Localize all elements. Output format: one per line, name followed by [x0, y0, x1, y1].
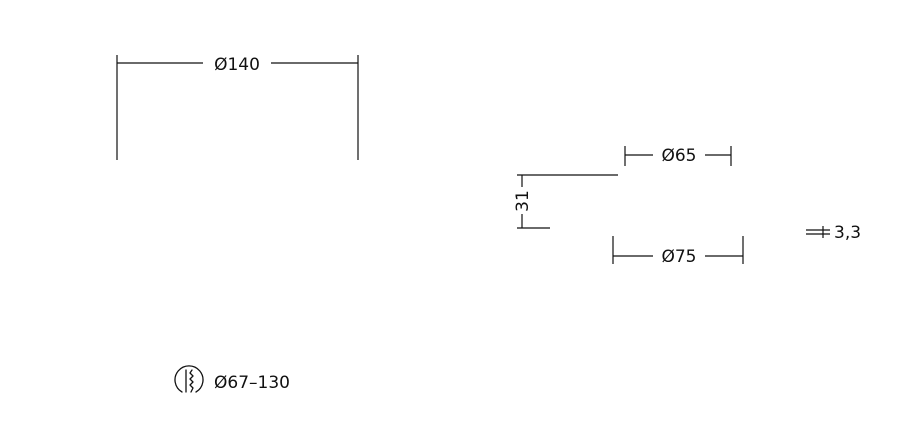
cutout-range-label: Ø67–130: [214, 373, 290, 393]
thickness-dimension: 3,3: [806, 223, 861, 243]
shade-diameter-dimension: Ø140: [116, 55, 359, 160]
cutout-dimension: Ø67–130: [174, 365, 290, 393]
shade-diameter-label: Ø140: [214, 55, 260, 75]
height-label: 31: [513, 190, 533, 212]
top-diameter-label: Ø65: [661, 146, 696, 166]
bottom-diameter-label: Ø75: [661, 247, 696, 267]
bottom-diameter-dimension: Ø75: [612, 236, 744, 267]
top-diameter-dimension: Ø65: [624, 146, 732, 166]
height-dimension: 31: [513, 174, 618, 229]
hole-saw-icon: [174, 365, 204, 393]
thickness-label: 3,3: [834, 223, 861, 243]
